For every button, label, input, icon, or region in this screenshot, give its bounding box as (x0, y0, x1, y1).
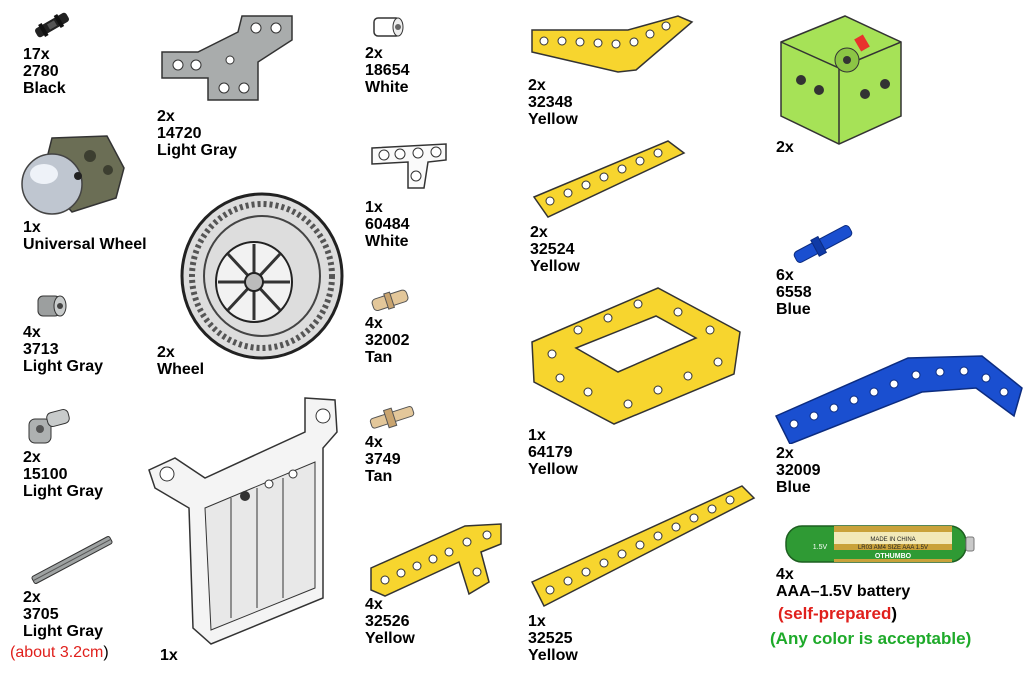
part-6558-image (788, 222, 858, 266)
part-32526-image (365, 518, 507, 598)
part-60484-image (368, 138, 452, 194)
part-15100-image (25, 405, 75, 447)
part-18654-image (370, 12, 406, 42)
part-3713-image (30, 290, 70, 322)
motor-image (775, 12, 909, 148)
battery-note-self-prepared: (self-prepared) (778, 604, 898, 623)
battery-box-label: 1x (160, 647, 178, 664)
part-32525-image (528, 482, 758, 610)
battery-image: MADE IN CHINA LR03 AM4 SIZE AAA 1.5V OTH… (780, 520, 976, 568)
part-32524-image (528, 135, 688, 221)
battery-brand: OTHUMBO (875, 553, 912, 560)
part-32009-image (772, 348, 1024, 444)
part-2780-image (30, 10, 74, 40)
part-32348-image (528, 12, 696, 76)
part-14720-image (158, 12, 298, 106)
battery-box-image (145, 388, 345, 650)
battery-print-2: LR03 AM4 SIZE AAA 1.5V (858, 545, 928, 551)
part-3705-image (22, 535, 122, 585)
universal-wheel-image (12, 128, 128, 220)
battery-voltage: 1.5V (813, 544, 828, 551)
battery-print-1: MADE IN CHINA (870, 537, 915, 543)
battery-note-any-color: (Any color is acceptable) (770, 629, 972, 648)
motor-label: 2x (776, 139, 794, 156)
part-3705-length-note: (about 3.2cm) (10, 644, 109, 661)
part-3749-image (366, 400, 420, 434)
part-64179-image (528, 282, 744, 428)
wheel-image (170, 192, 346, 364)
part-32002-image (368, 285, 414, 315)
